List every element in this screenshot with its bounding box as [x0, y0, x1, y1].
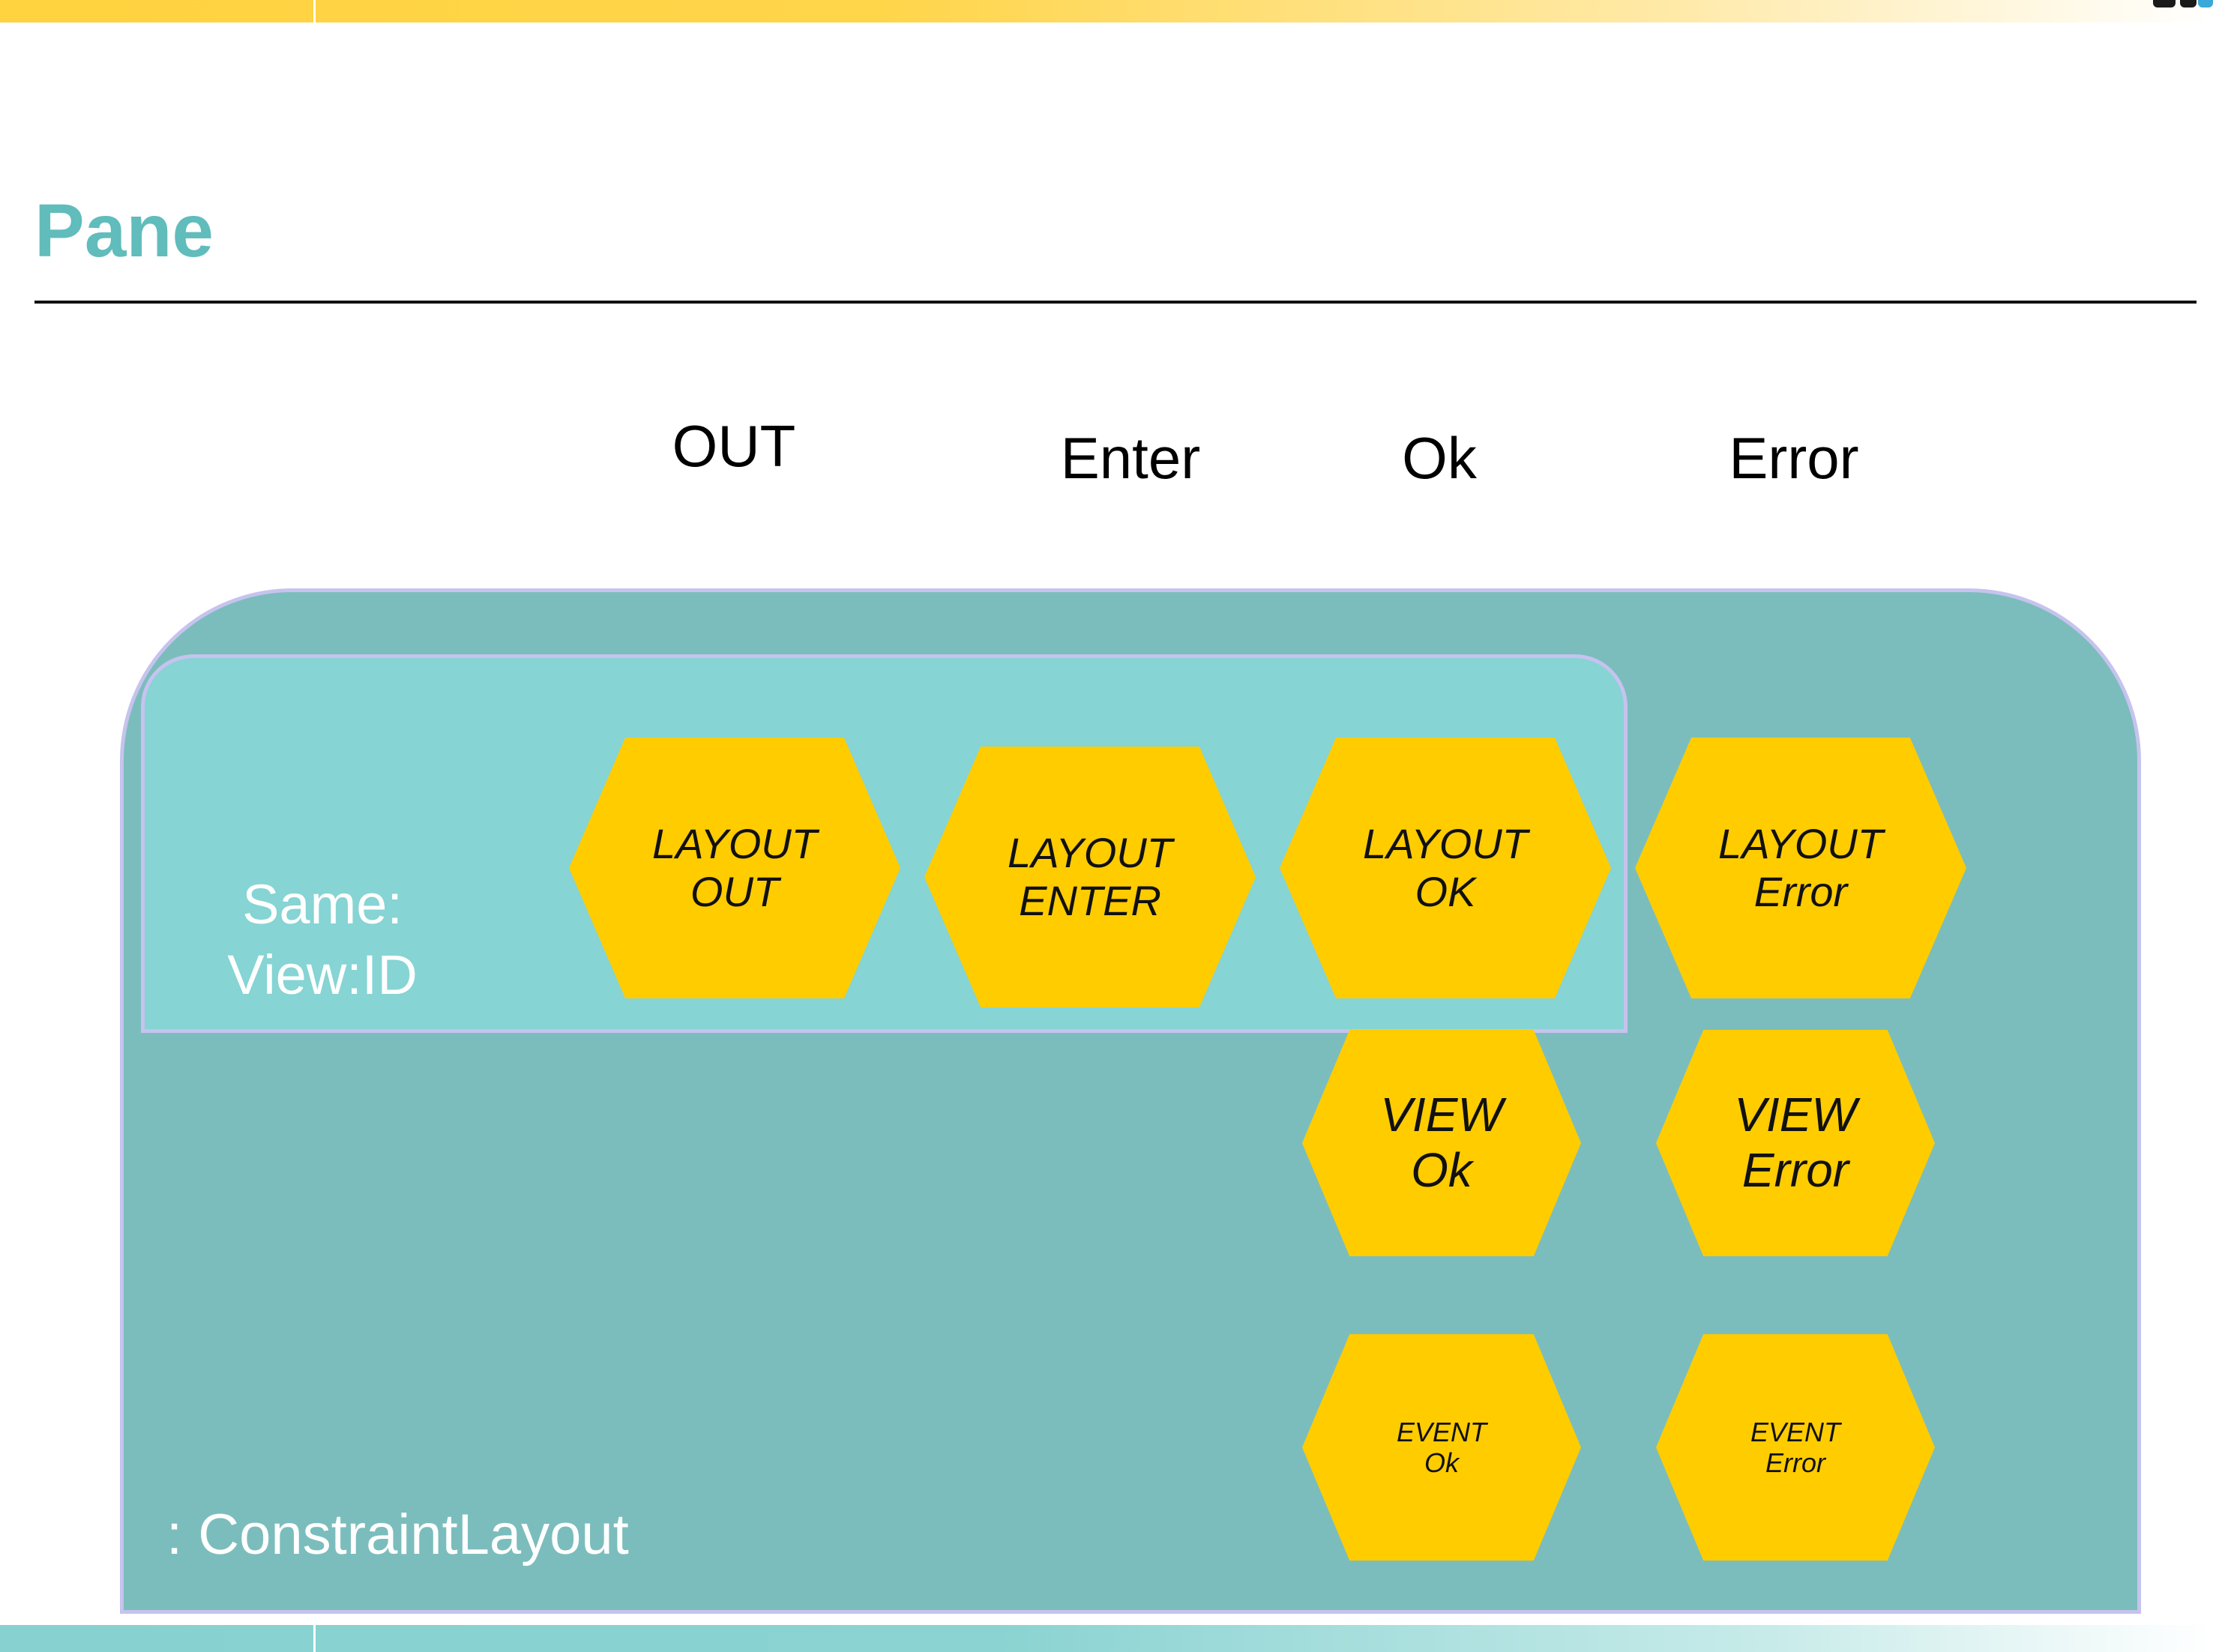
hex-label-line2: Error — [1753, 868, 1848, 915]
hex-label-line1: VIEW — [1734, 1088, 1857, 1142]
hex-label-line2: OUT — [690, 868, 780, 915]
header-divider — [313, 0, 316, 22]
page-title: Pane — [34, 189, 214, 273]
title-underline — [34, 301, 2197, 304]
hex-layout-ok: LAYOUT OK — [1280, 738, 1611, 998]
group-label-line2: View:ID — [227, 944, 418, 1006]
column-header-ok: Ok — [1402, 425, 1477, 491]
container-label: : ConstraintLayout — [166, 1503, 629, 1567]
group-label-line1: Same: — [242, 873, 403, 935]
hex-view-error: VIEW Error — [1656, 1030, 1935, 1256]
hex-label-line2: ENTER — [1019, 877, 1161, 924]
hex-label-line1: EVENT — [1396, 1416, 1487, 1447]
footer-divider — [313, 1625, 316, 1652]
hex-layout-error: LAYOUT Error — [1635, 738, 1966, 998]
hex-event-error: EVENT Error — [1656, 1334, 1935, 1561]
hex-label-line1: LAYOUT — [1008, 828, 1172, 876]
hex-label-line2: Error — [1765, 1447, 1825, 1478]
hex-label-line1: EVENT — [1750, 1416, 1841, 1447]
logo-fragment — [2146, 0, 2213, 12]
header-band — [0, 0, 2213, 22]
hex-label-line2: Error — [1741, 1143, 1849, 1197]
column-header-out: OUT — [672, 413, 796, 479]
hex-label-line1: LAYOUT — [652, 819, 817, 867]
hex-view-ok: VIEW Ok — [1302, 1030, 1581, 1256]
column-header-error: Error — [1729, 425, 1859, 491]
hex-label-line1: VIEW — [1380, 1088, 1503, 1142]
hex-layout-enter: LAYOUT ENTER — [924, 747, 1256, 1007]
hex-event-ok: EVENT Ok — [1302, 1334, 1581, 1561]
hex-label-line1: LAYOUT — [1363, 819, 1528, 867]
hex-label-line2: Ok — [1411, 1143, 1472, 1197]
hex-label-line2: OK — [1415, 868, 1476, 915]
hex-label-line1: LAYOUT — [1718, 819, 1883, 867]
column-header-enter: Enter — [1060, 425, 1201, 491]
footer-band — [0, 1625, 2213, 1652]
group-label: Same: View:ID — [217, 869, 427, 1010]
hex-layout-out: LAYOUT OUT — [569, 738, 900, 998]
hex-label-line2: Ok — [1424, 1447, 1459, 1478]
